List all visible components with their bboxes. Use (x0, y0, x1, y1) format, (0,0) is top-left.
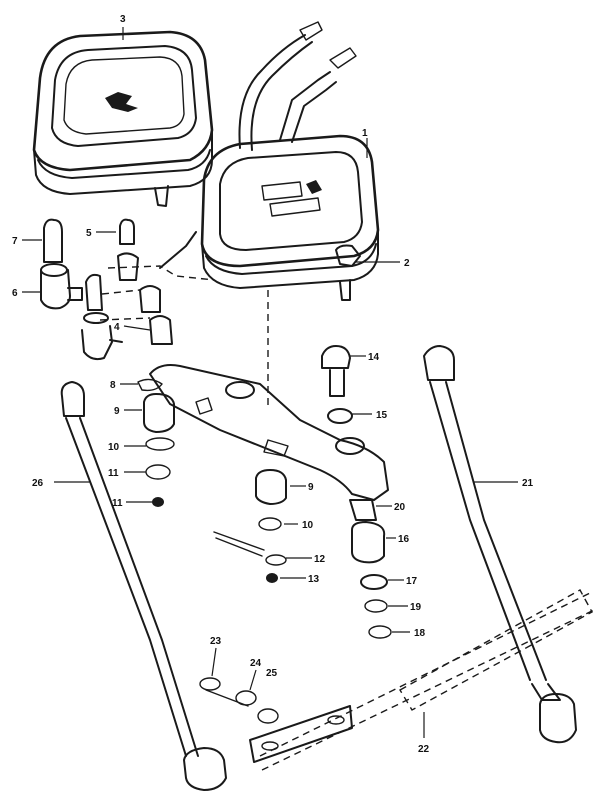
cable-21 (423, 345, 577, 744)
callout-8: 8 (110, 380, 116, 391)
callout-2: 2 (404, 258, 410, 269)
meter-housing-1 (200, 134, 380, 301)
callout-26: 26 (32, 478, 44, 489)
callout-10-left: 10 (108, 442, 120, 453)
cable-bundle (238, 21, 357, 151)
callout-23: 23 (210, 636, 222, 647)
callout-7: 7 (12, 236, 18, 247)
callout-13: 13 (308, 574, 320, 585)
cap-nut-14 (321, 345, 351, 397)
callout-22: 22 (418, 744, 430, 755)
socket-cluster-4 (81, 231, 215, 361)
mounting-bracket-22 (249, 589, 595, 771)
callout-1: 1 (362, 128, 368, 139)
callout-5: 5 (86, 228, 92, 239)
bulb-5 (119, 218, 135, 245)
bulb-7 (43, 218, 63, 263)
callout-21: 21 (522, 478, 534, 489)
callout-11-lower: 11 (112, 498, 123, 509)
washer-15 (327, 408, 353, 424)
callout-20: 20 (394, 502, 406, 513)
damper-stack-left (137, 378, 175, 507)
meter-housing-3 (32, 30, 214, 207)
callout-6: 6 (12, 288, 18, 299)
callout-15: 15 (376, 410, 388, 421)
callout-19: 19 (410, 602, 422, 613)
callout-17: 17 (406, 576, 418, 587)
cable-26 (60, 381, 227, 791)
callout-11-left: 11 (108, 468, 119, 479)
callout-10-center: 10 (302, 520, 314, 531)
meter-bracket-20 (149, 364, 389, 501)
callout-14: 14 (368, 352, 380, 363)
callout-24: 24 (250, 658, 262, 669)
damper-stack-center (213, 469, 287, 583)
callout-12: 12 (314, 554, 326, 565)
leader-lines (22, 27, 518, 738)
damper-stack-right (349, 499, 392, 639)
socket-6 (40, 263, 83, 310)
callout-3: 3 (120, 14, 126, 25)
callout-18: 18 (414, 628, 426, 639)
callout-9-center: 9 (308, 482, 314, 493)
callout-4: 4 (114, 322, 120, 333)
callout-labels: 3 1 2 5 7 6 4 8 9 10 11 11 9 10 12 13 14… (12, 14, 534, 755)
callout-25: 25 (266, 668, 278, 679)
callout-16: 16 (398, 534, 410, 545)
callout-9-left: 9 (114, 406, 120, 417)
hardware-23-25 (199, 677, 279, 724)
